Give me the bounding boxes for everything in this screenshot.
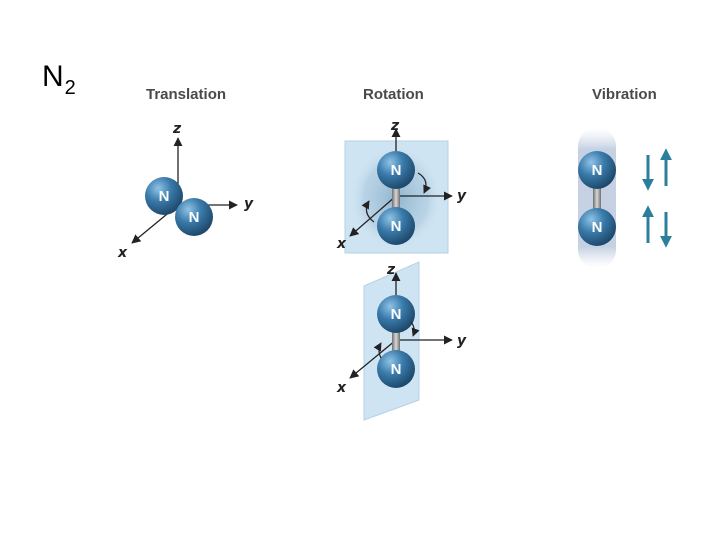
rotation-bottom-curl-arrow-left bbox=[373, 342, 382, 359]
rotation-top-curl-arrow-left bbox=[361, 200, 375, 223]
rotation-bottom-bond bbox=[392, 314, 400, 370]
rotation-top-atom-lower bbox=[377, 207, 415, 245]
rotation-top-atom-lower-label: N bbox=[391, 218, 402, 235]
rotation-bottom-atom-lower bbox=[377, 350, 415, 388]
rotation-bottom-panel: z y x N N bbox=[336, 261, 467, 421]
rotation-bottom-z-label: z bbox=[386, 262, 396, 278]
translation-atom-back-label: N bbox=[159, 188, 170, 205]
translation-panel: z y x N N bbox=[117, 121, 254, 261]
rotation-top-x-axis bbox=[349, 195, 397, 237]
rotation-top-z-label: z bbox=[390, 118, 400, 134]
rotation-bottom-plane bbox=[363, 261, 420, 421]
rotation-bottom-atom-upper-label: N bbox=[391, 306, 402, 323]
vibration-atom-lower bbox=[578, 208, 616, 246]
molecule-formula: N2 bbox=[42, 60, 76, 99]
vibration-atom-lower-label: N bbox=[592, 219, 603, 236]
rotation-bottom-x-label: x bbox=[336, 380, 347, 396]
rotation-bottom-y-label: y bbox=[457, 333, 467, 349]
translation-y-label: y bbox=[244, 196, 254, 212]
rotation-top-curl-arrow-right bbox=[417, 172, 431, 194]
vibration-atom-upper bbox=[578, 151, 616, 189]
rotation-top-panel: z y x N N bbox=[336, 118, 467, 254]
translation-z-label: z bbox=[172, 121, 182, 137]
vibration-bond bbox=[593, 170, 601, 228]
rotation-top-bond bbox=[392, 170, 400, 228]
vibration-atom-upper-label: N bbox=[592, 162, 603, 179]
vibration-title: Vibration bbox=[592, 86, 657, 103]
rotation-top-x-label: x bbox=[336, 236, 347, 252]
translation-atom-front bbox=[175, 198, 213, 236]
molecule-symbol: N bbox=[42, 60, 64, 93]
rotation-top-y-label: y bbox=[457, 188, 467, 204]
rotation-top-atom-upper bbox=[377, 151, 415, 189]
rotation-top-atom-upper-label: N bbox=[391, 162, 402, 179]
rotation-bottom-x-axis bbox=[349, 339, 397, 379]
translation-x-label: x bbox=[117, 245, 128, 261]
translation-atom-front-label: N bbox=[189, 209, 200, 226]
rotation-title: Rotation bbox=[363, 86, 424, 103]
vibration-panel: N N bbox=[578, 128, 672, 268]
translation-atom-back bbox=[145, 177, 183, 215]
rotation-bottom-atom-upper bbox=[377, 295, 415, 333]
translation-title: Translation bbox=[146, 86, 227, 103]
rotation-bottom-atom-lower-label: N bbox=[391, 361, 402, 378]
rotation-bottom-curl-arrow-right bbox=[410, 321, 420, 337]
molecule-subscript: 2 bbox=[64, 77, 76, 99]
